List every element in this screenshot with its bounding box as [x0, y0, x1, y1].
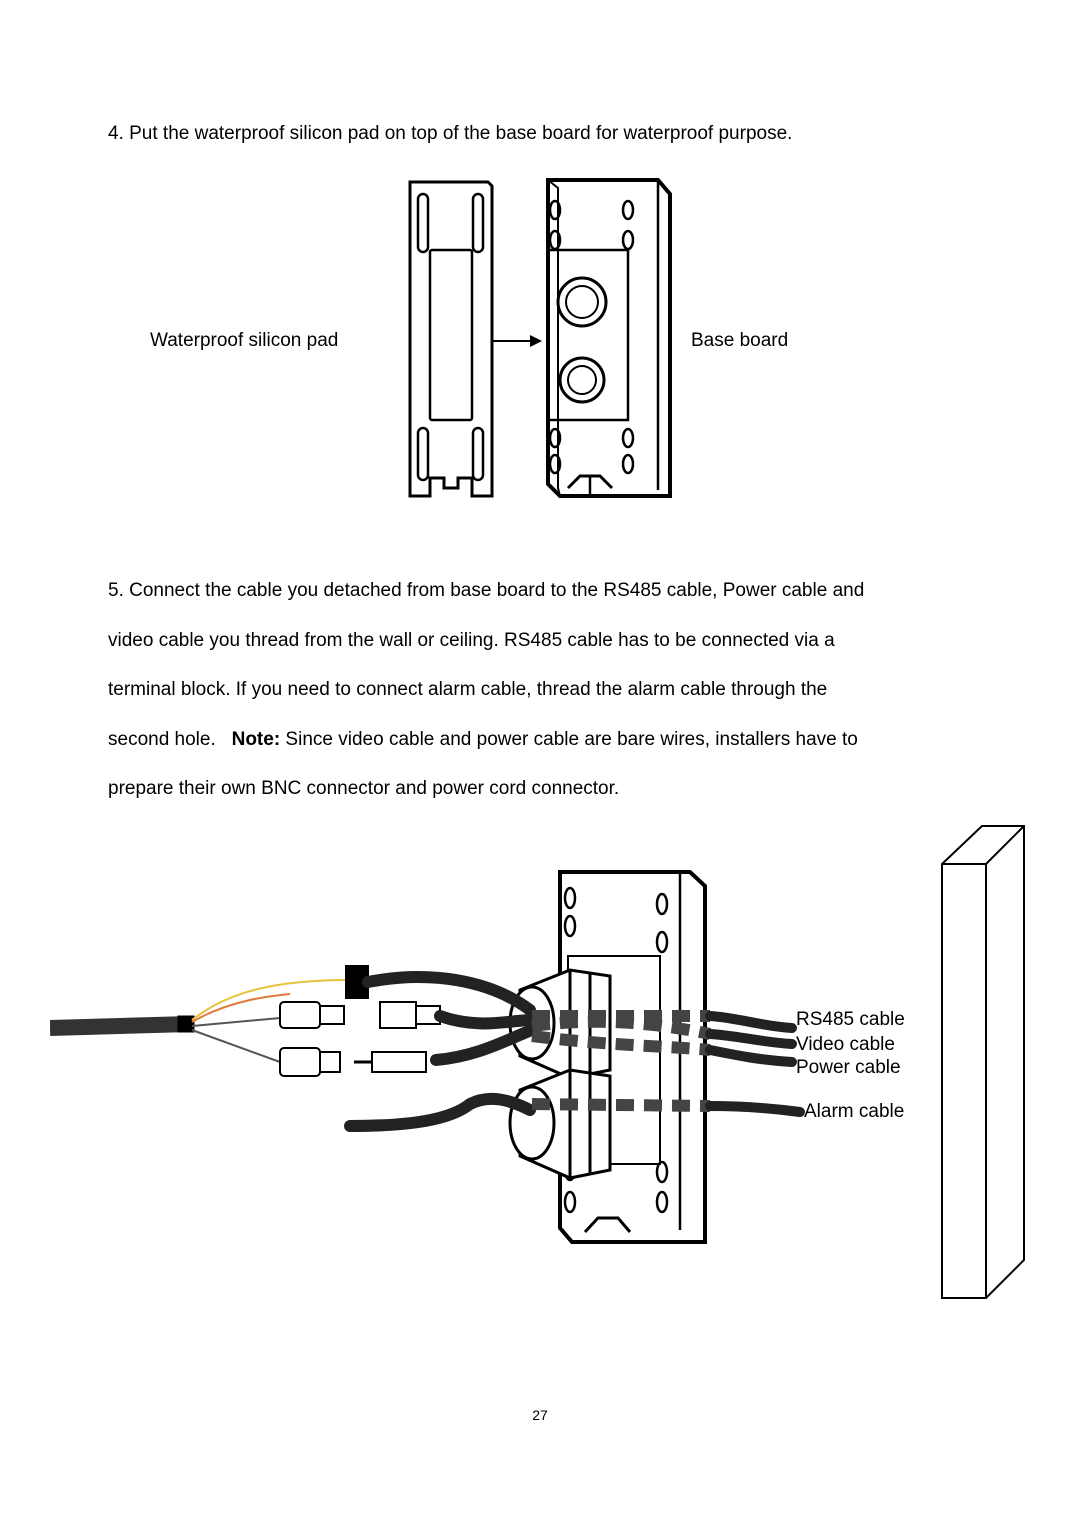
cable-connection-figure	[50, 825, 1025, 1299]
pointer-arrow	[492, 335, 542, 347]
field-cables	[344, 971, 538, 1132]
wall-side-cables	[705, 1011, 805, 1117]
alarm-cable-label: Alarm cable	[804, 1101, 905, 1122]
through-board-cables	[531, 1010, 712, 1112]
step-5-line-3: terminal block. If you need to connect a…	[108, 679, 828, 700]
step-5-line-4-start: second hole.	[108, 728, 216, 750]
terminal-and-bnc-connectors	[345, 965, 441, 1073]
base-board-drawing	[546, 178, 672, 498]
power-cable-label: Power cable	[796, 1057, 901, 1078]
silicon-pad-drawing	[408, 180, 494, 498]
note-label: Note:	[231, 728, 281, 750]
step-5-line-4: second hole. Note: Since video cable and…	[108, 715, 988, 765]
step-5-line-1: 5. Connect the cable you detached from b…	[108, 580, 865, 601]
step-4-text: 4. Put the waterproof silicon pad on top…	[108, 123, 793, 144]
pad-and-board-figure	[408, 178, 672, 498]
cable-gland-bottom	[508, 1068, 612, 1180]
step-5-line-4-rest: Since video cable and power cable are ba…	[280, 728, 858, 750]
step-5-text: 5. Connect the cable you detached from b…	[108, 566, 988, 814]
step-5-line-5: prepare their own BNC connector and powe…	[108, 778, 620, 799]
page-number: 27	[532, 1407, 548, 1423]
video-cable-label: Video cable	[796, 1034, 895, 1055]
base-board-label: Base board	[691, 330, 789, 351]
rs485-cable-label: RS485 cable	[796, 1009, 905, 1030]
camera-cable	[50, 979, 351, 1077]
silicon-pad-label: Waterproof silicon pad	[150, 330, 339, 351]
wall-drawing	[941, 825, 1025, 1299]
step-5-line-2: video cable you thread from the wall or …	[108, 629, 835, 651]
